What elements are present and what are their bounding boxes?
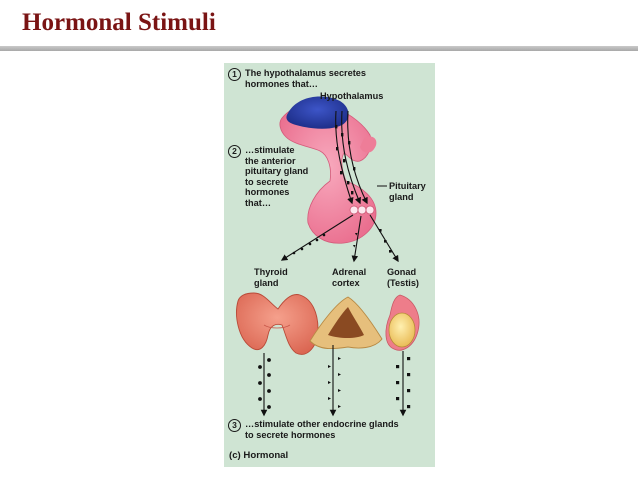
slide-title: Hormonal Stimuli: [22, 9, 216, 36]
step-3-number: 3: [228, 419, 241, 432]
target-hormone-dots: [258, 357, 411, 409]
panel-caption: (c) Hormonal: [229, 450, 289, 462]
target-hormone-arrows: [260, 345, 407, 417]
pituitary-label: Pituitary gland: [389, 181, 426, 202]
step-1-number: 1: [228, 68, 241, 81]
diagram-artwork: [236, 96, 420, 417]
panel-caption-letter: (c): [229, 450, 241, 461]
adrenal-label: Adrenal cortex: [332, 267, 367, 288]
hypothalamus-pituitary-illustration: [279, 96, 377, 244]
step-2-text: …stimulate the anterior pituitary gland …: [245, 145, 309, 208]
step-2-number: 2: [228, 145, 241, 158]
hypothalamic-hormone-arrows: [335, 110, 368, 205]
hypothalamus-label: Hypothalamus: [320, 91, 384, 101]
title-divider: [0, 46, 638, 51]
gonad-label: Gonad (Testis): [387, 267, 419, 288]
thyroid-gland-illustration: [236, 292, 319, 355]
hormonal-diagram-panel: 1 The hypothalamus secretes hormones tha…: [224, 63, 435, 467]
hypothalamic-hormone-dots: [335, 125, 356, 195]
step-3-text: …stimulate other endocrine glands to sec…: [245, 419, 399, 440]
step-1-text: The hypothalamus secretes hormones that…: [245, 68, 367, 89]
panel-caption-text: Hormonal: [243, 450, 289, 461]
testis-illustration: [385, 294, 420, 351]
thyroid-label: Thyroid gland: [254, 267, 288, 288]
adrenal-cortex-illustration: [309, 296, 383, 350]
tropic-hormone-dots: [292, 229, 392, 255]
